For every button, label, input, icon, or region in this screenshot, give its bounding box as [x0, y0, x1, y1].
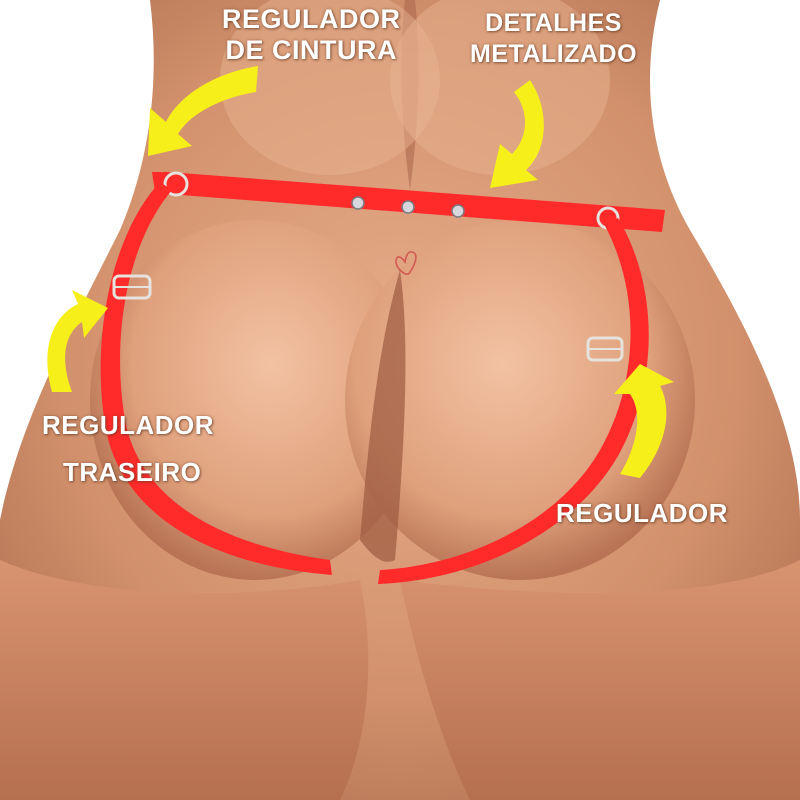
- buttock-right: [345, 220, 695, 580]
- metal-details-label: DETALHES METALIZADO: [470, 8, 637, 70]
- cleft-shadow: [360, 270, 406, 562]
- buttock-left: [90, 220, 420, 580]
- curved-arrow-icon: [148, 66, 258, 156]
- back-muscle-left: [220, 0, 440, 175]
- leg-strap-right: [378, 218, 649, 584]
- metal-details-line2: METALIZADO: [470, 40, 638, 68]
- metal-stud: [351, 196, 365, 210]
- metal-stud: [401, 200, 415, 214]
- waist-adjuster-line1: REGULADOR: [222, 4, 401, 34]
- curved-arrow-icon: [614, 364, 674, 478]
- rear-adjuster-label-line2: TRASEIRO: [63, 457, 202, 487]
- waist-adjuster-line2: DE CINTURA: [225, 35, 397, 65]
- spine-shadow: [401, 0, 419, 190]
- curved-arrow-icon: [47, 290, 108, 392]
- rear-adjuster-label-line1: REGULADOR: [42, 410, 215, 440]
- metal-stud: [451, 204, 465, 218]
- thigh-left: [0, 560, 369, 800]
- curved-arrow-icon: [490, 80, 544, 188]
- waist-adjuster-label: REGULADOR DE CINTURA: [222, 4, 401, 66]
- adjuster-label: REGULADOR: [556, 498, 729, 528]
- waist-ring-left: [163, 171, 189, 197]
- heart-logo: [395, 251, 417, 275]
- metal-details-line1: DETALHES: [485, 9, 622, 37]
- thigh-right: [400, 560, 800, 800]
- back-muscle-right: [390, 0, 610, 175]
